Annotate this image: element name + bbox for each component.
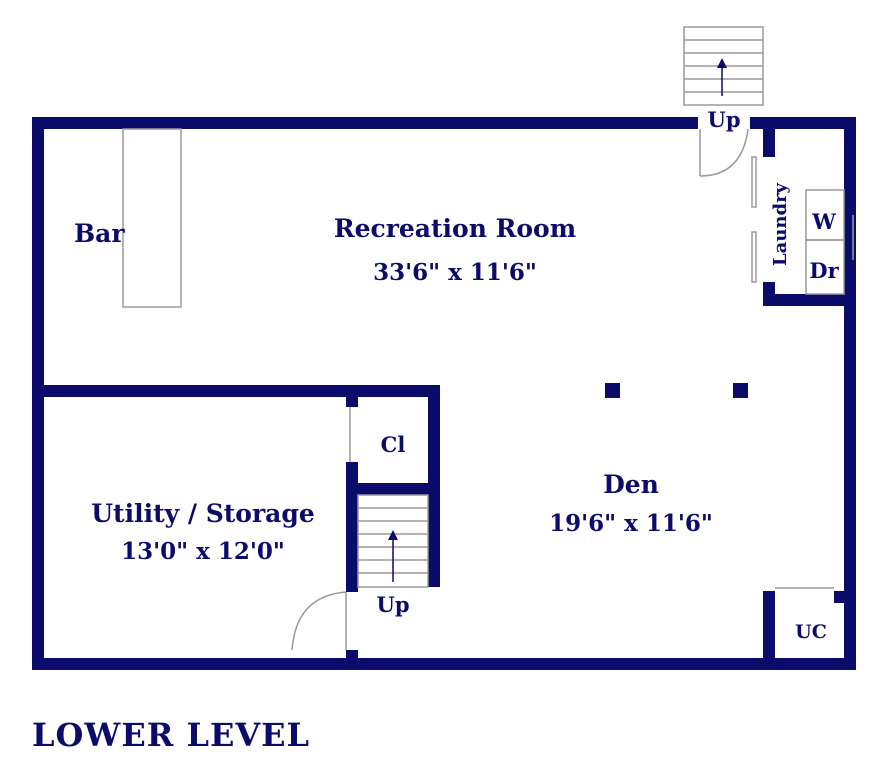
fixtures <box>122 26 854 651</box>
wall-right <box>844 117 856 670</box>
arrow-up-icon <box>388 530 398 540</box>
closet-label: Cl <box>381 432 406 457</box>
column-right <box>733 383 748 398</box>
laundry-doors <box>751 156 757 283</box>
bar-label: Bar <box>74 219 125 248</box>
labels: Bar Recreation Room 33'6" x 11'6" Up Lau… <box>32 107 840 754</box>
wall-bottom <box>32 658 856 670</box>
column-left <box>605 383 620 398</box>
staircase-top <box>683 26 764 106</box>
bar-counter <box>122 128 182 308</box>
den-name: Den <box>603 470 659 499</box>
interior-walls <box>32 117 856 670</box>
floor-title: LOWER LEVEL <box>32 716 310 754</box>
wall-utility-right-upper <box>346 385 358 407</box>
utility-name: Utility / Storage <box>91 499 315 528</box>
washer-dryer <box>805 189 854 295</box>
laundry-label: Laundry <box>770 182 791 266</box>
wall-top-left <box>32 117 698 129</box>
arrow-up-icon <box>717 58 727 68</box>
den-dims: 19'6" x 11'6" <box>549 510 713 537</box>
staircase-bottom <box>357 494 429 588</box>
washer-label: W <box>811 209 836 234</box>
uc-label: UC <box>795 621 827 643</box>
recreation-room-dims: 33'6" x 11'6" <box>373 259 537 286</box>
wall-top-right <box>750 117 856 129</box>
wall-uc-top-right <box>834 591 856 603</box>
stair-up-bottom-label: Up <box>377 592 410 617</box>
door-stair-top <box>699 128 749 177</box>
stair-up-top-label: Up <box>708 107 741 132</box>
wall-uc-left <box>763 591 775 670</box>
wall-laundry-left-upper <box>763 117 775 157</box>
wall-utility-right-lower <box>346 462 358 592</box>
utility-dims: 13'0" x 12'0" <box>121 538 285 565</box>
wall-utility-top <box>32 385 440 397</box>
wall-utility-right-foot <box>346 650 358 662</box>
door-utility <box>291 591 347 651</box>
wall-laundry-bottom <box>763 294 856 306</box>
wall-closet-bottom <box>346 483 440 495</box>
dryer-label: Dr <box>809 258 839 283</box>
dryer <box>805 239 845 295</box>
recreation-room-name: Recreation Room <box>334 214 576 243</box>
exterior-walls <box>32 117 856 670</box>
